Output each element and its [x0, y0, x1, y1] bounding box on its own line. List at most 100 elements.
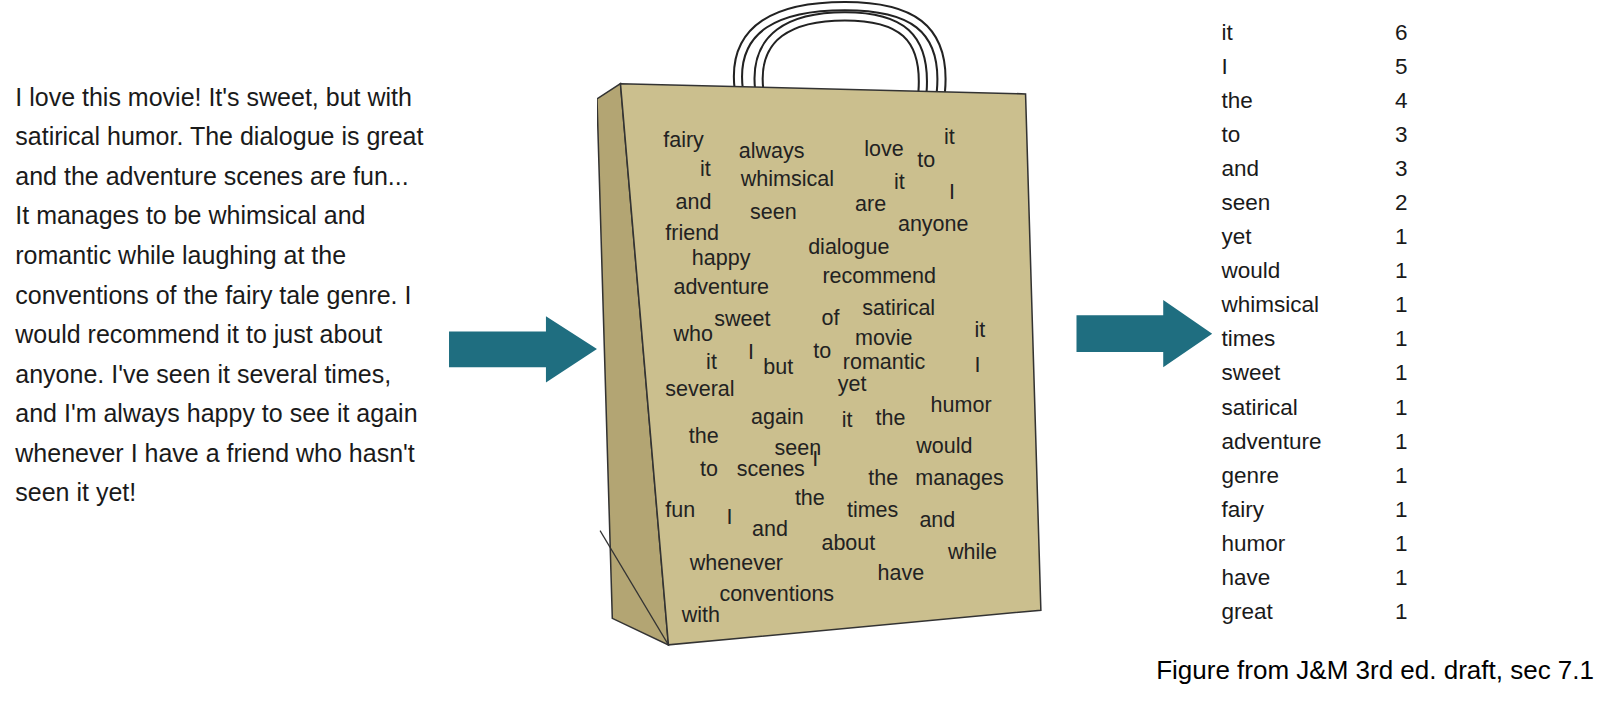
bag-handle — [759, 16, 923, 92]
word-cell: humor — [1221, 531, 1285, 557]
count-cell: 1 — [1395, 497, 1408, 523]
bag-front — [620, 84, 1040, 645]
word-cell: genre — [1221, 463, 1279, 489]
word-cell: the — [1221, 88, 1252, 114]
bag-word: happy — [692, 246, 751, 270]
bag-word: of — [821, 306, 839, 330]
bag-word: about — [821, 531, 875, 555]
bag-word: it — [842, 408, 853, 432]
word-cell: great — [1221, 599, 1272, 625]
count-cell: 1 — [1395, 360, 1408, 386]
count-cell: 1 — [1395, 292, 1408, 318]
bag-word: friend — [665, 221, 719, 245]
bag-word: would — [916, 434, 972, 458]
bag-word: I — [748, 340, 754, 364]
bag-word: manages — [915, 466, 1003, 490]
bag-word: to — [917, 148, 935, 172]
count-cell: 3 — [1395, 156, 1408, 182]
count-cell: 1 — [1395, 224, 1408, 250]
word-cell: have — [1221, 565, 1270, 591]
bag-word: with — [682, 603, 720, 627]
bag-word: it — [944, 125, 955, 149]
block-arrow — [449, 316, 597, 382]
bag-word: it — [700, 157, 711, 181]
word-cell: seen — [1221, 190, 1270, 216]
word-cell: I — [1221, 54, 1227, 80]
word-cell: it — [1221, 20, 1232, 46]
count-cell: 1 — [1395, 429, 1408, 455]
bag-word: always — [739, 139, 805, 163]
bag-word: the — [689, 424, 719, 448]
word-cell: to — [1221, 122, 1240, 148]
bag-word: humor — [931, 393, 992, 417]
bag-word: romantic — [843, 350, 925, 374]
bag-word: fun — [665, 498, 695, 522]
word-cell: yet — [1221, 224, 1251, 250]
count-cell: 3 — [1395, 122, 1408, 148]
word-cell: whimsical — [1221, 292, 1319, 318]
count-cell: 1 — [1395, 531, 1408, 557]
bag-word: movie — [855, 326, 912, 350]
bag-word: who — [673, 322, 712, 346]
word-cell: sweet — [1221, 360, 1280, 386]
bag-word: are — [855, 192, 886, 216]
bag-word: and — [676, 190, 712, 214]
count-cell: 1 — [1395, 258, 1408, 284]
bag-word: sweet — [714, 307, 770, 331]
bag-word: to — [813, 339, 831, 363]
bag-word: to — [700, 457, 718, 481]
bag-word: conventions — [719, 582, 834, 606]
bag-word: the — [795, 486, 825, 510]
count-cell: 4 — [1395, 88, 1408, 114]
bag-word: and — [752, 517, 788, 541]
bag-word: it — [706, 350, 717, 374]
count-cell: 1 — [1395, 326, 1408, 352]
figure-caption: Figure from J&M 3rd ed. draft, sec 7.1 — [1156, 655, 1594, 685]
bag-handle — [738, 6, 942, 92]
bag-word: while — [948, 540, 997, 564]
bag-word: scenes — [737, 457, 805, 481]
count-cell: 6 — [1395, 20, 1408, 46]
bag-word: seen — [750, 200, 797, 224]
word-cell: fairy — [1221, 497, 1264, 523]
shopping-bag: fairyalwayslovetoititwhimsicalitIandseen… — [597, 0, 1046, 653]
bag-word: the — [876, 406, 906, 430]
count-cell: 1 — [1395, 463, 1408, 489]
bag-word: anyone — [898, 212, 969, 236]
count-cell: 5 — [1395, 54, 1408, 80]
bag-word: I — [949, 180, 955, 204]
bag-word: yet — [838, 372, 867, 396]
bag-word: recommend — [822, 264, 936, 288]
count-cell: 1 — [1395, 565, 1408, 591]
count-cell: 1 — [1395, 395, 1408, 421]
word-cell: satirical — [1221, 395, 1297, 421]
bag-handle — [759, 16, 923, 92]
word-cell: adventure — [1221, 429, 1321, 455]
word-cell: would — [1221, 258, 1280, 284]
bag-word: dialogue — [808, 235, 889, 259]
bag-word: times — [847, 498, 898, 522]
bag-word: again — [751, 405, 804, 429]
word-cell: and — [1221, 156, 1259, 182]
bag-word: have — [878, 561, 925, 585]
bag-word: I — [974, 353, 980, 377]
bag-word: adventure — [673, 275, 769, 299]
bag-word: I — [812, 447, 818, 471]
bag-word: it — [974, 318, 985, 342]
bag-word: the — [868, 466, 898, 490]
bag-word: whimsical — [741, 167, 834, 191]
block-arrow — [1076, 300, 1212, 367]
review-text: I love this movie! It's sweet, but with … — [15, 78, 427, 514]
bag-handle — [738, 6, 942, 92]
bag-word: several — [665, 377, 734, 401]
bag-word: satirical — [862, 296, 935, 320]
bag-word: and — [919, 508, 955, 532]
bag-word: fairy — [663, 128, 704, 152]
bag-word: it — [894, 170, 905, 194]
bag-word: whenever — [690, 551, 783, 575]
count-cell: 1 — [1395, 599, 1408, 625]
bag-word: love — [864, 137, 903, 161]
bag-word: I — [727, 505, 733, 529]
bag-fold — [600, 531, 668, 645]
